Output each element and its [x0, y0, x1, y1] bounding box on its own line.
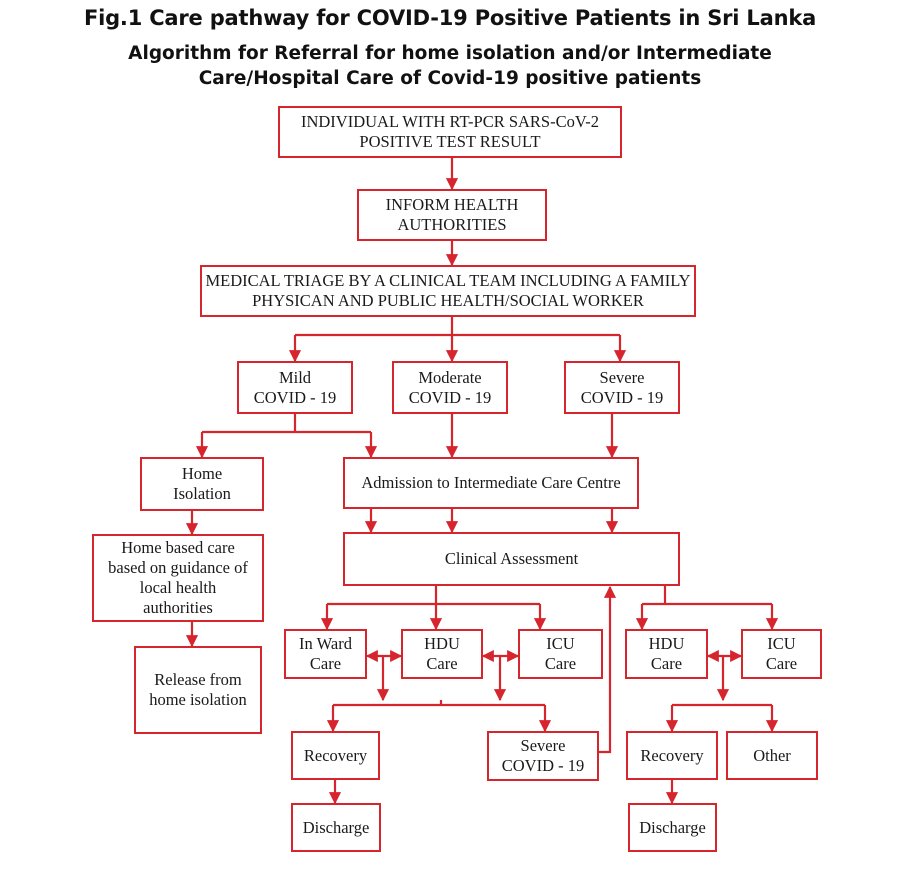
node-text: Care — [426, 654, 458, 673]
figure-subtitle: Algorithm for Referral for home isolatio… — [0, 41, 900, 91]
node-inform-health-authorities: INFORM HEALTH AUTHORITIES — [357, 189, 547, 241]
node-text: home isolation — [149, 690, 247, 709]
node-text: Care — [309, 654, 342, 673]
node-text: COVID - 19 — [501, 756, 585, 775]
node-text: Release from — [154, 670, 242, 689]
node-text: Care — [765, 654, 798, 673]
subtitle-line-1: Algorithm for Referral for home isolatio… — [128, 43, 772, 64]
node-icu-care-1: ICU Care — [518, 629, 603, 679]
figure-title: Fig.1 Care pathway for COVID-19 Positive… — [83, 6, 817, 30]
node-text: Severe — [599, 367, 645, 387]
node-text: authorities — [143, 598, 213, 617]
node-text: Other — [753, 745, 791, 765]
node-medical-triage: MEDICAL TRIAGE BY A CLINICAL TEAM INCLUD… — [200, 265, 696, 317]
node-text: Severe — [520, 736, 566, 755]
node-text: Home — [181, 464, 223, 483]
node-text: Admission to Intermediate Care Centre — [361, 473, 621, 492]
node-home-isolation: Home Isolation — [140, 457, 264, 511]
node-mild: Mild COVID - 19 — [237, 361, 353, 414]
node-in-ward-care: In Ward Care — [284, 629, 367, 679]
node-recovery-1: Recovery — [291, 731, 380, 780]
node-text: Clinical Assessment — [444, 549, 579, 568]
node-text: Recovery — [640, 745, 704, 765]
node-discharge-2: Discharge — [628, 803, 717, 852]
node-text: local health — [139, 578, 217, 597]
node-moderate: Moderate COVID - 19 — [392, 361, 508, 414]
node-other: Other — [726, 731, 818, 780]
node-recovery-2: Recovery — [626, 731, 718, 780]
node-icu-care-2: ICU Care — [741, 629, 822, 679]
node-text: COVID - 19 — [253, 387, 337, 407]
node-home-based-care: Home based care based on guidance of loc… — [92, 534, 264, 622]
node-severe-covid-return: Severe COVID - 19 — [487, 731, 599, 781]
node-release-home-isolation: Release from home isolation — [134, 646, 262, 734]
node-hdu-care-2: HDU Care — [625, 629, 708, 679]
node-text: Isolation — [173, 484, 231, 503]
node-text: PHYSICAN AND PUBLIC HEALTH/SOCIAL WORKER — [252, 291, 644, 310]
node-text: Mild — [278, 367, 312, 387]
node-text: Discharge — [302, 817, 370, 837]
node-text: HDU — [424, 634, 460, 653]
node-text: INDIVIDUAL WITH RT-PCR SARS-CoV-2 — [300, 112, 599, 131]
node-text: POSITIVE TEST RESULT — [359, 132, 541, 151]
node-text: COVID - 19 — [580, 387, 664, 407]
node-clinical-assessment: Clinical Assessment — [343, 532, 680, 586]
node-text: Home based care — [121, 538, 235, 557]
node-text: ICU — [767, 634, 796, 653]
node-admission-intermediate-care: Admission to Intermediate Care Centre — [343, 457, 639, 509]
node-text: HDU — [648, 634, 685, 653]
node-text: Moderate — [418, 367, 482, 387]
node-severe: Severe COVID - 19 — [564, 361, 680, 414]
node-text: COVID - 19 — [408, 387, 492, 407]
node-discharge-1: Discharge — [291, 803, 381, 852]
node-text: INFORM HEALTH — [385, 195, 519, 214]
arrow-severe-back-to-clinical — [599, 585, 617, 754]
node-positive-test: INDIVIDUAL WITH RT-PCR SARS-CoV-2 POSITI… — [278, 106, 622, 158]
node-text: Care — [650, 654, 683, 673]
node-text: Discharge — [639, 817, 706, 837]
node-text: AUTHORITIES — [397, 215, 507, 234]
node-text: In Ward — [299, 634, 352, 653]
node-text: MEDICAL TRIAGE BY A CLINICAL TEAM INCLUD… — [205, 271, 691, 290]
node-text: Recovery — [303, 745, 368, 765]
subtitle-line-2: Care/Hospital Care of Covid-19 positive … — [198, 68, 702, 89]
node-hdu-care-1: HDU Care — [401, 629, 483, 679]
node-text: ICU — [546, 634, 575, 653]
node-text: based on guidance of — [108, 558, 248, 577]
node-text: Care — [544, 654, 577, 673]
